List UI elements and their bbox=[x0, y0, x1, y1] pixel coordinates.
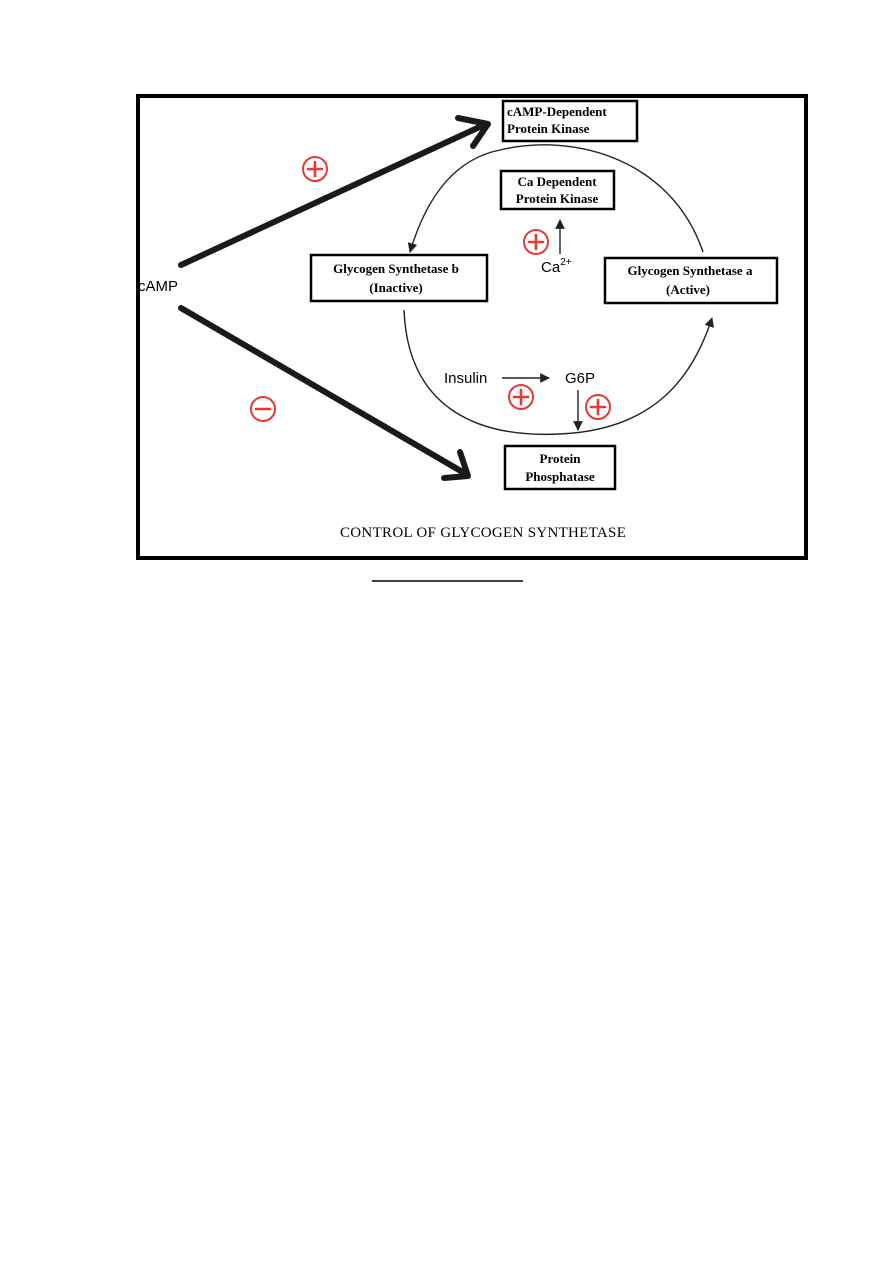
arrow-camp-to-camp-kinase bbox=[178, 115, 491, 268]
sign-minus-phosphatase bbox=[250, 396, 276, 422]
node-synthetase-b: Glycogen Synthetase b (Inactive) bbox=[309, 253, 489, 303]
node-synthetase-b-line1: Glycogen Synthetase b bbox=[333, 261, 459, 276]
figure-frame bbox=[136, 94, 808, 560]
node-synthetase-a-line1: Glycogen Synthetase a bbox=[628, 263, 753, 278]
sign-plus-camp-kinase bbox=[302, 156, 328, 182]
sign-plus-g6p bbox=[585, 394, 611, 420]
node-ca-kinase: Ca Dependent Protein Kinase bbox=[499, 169, 616, 211]
node-phosphatase-line2: Phosphatase bbox=[525, 469, 595, 484]
arc-dephosphorylation bbox=[403, 309, 714, 436]
label-g6p: G6P bbox=[565, 370, 595, 387]
node-ca-kinase-line2: Protein Kinase bbox=[516, 191, 599, 206]
sign-plus-insulin bbox=[508, 384, 534, 410]
diagram-caption: CONTROL OF GLYCOGEN SYNTHETASE bbox=[340, 525, 626, 541]
label-insulin: Insulin bbox=[444, 370, 487, 387]
node-camp-kinase: cAMP-Dependent Protein Kinase bbox=[501, 99, 639, 143]
node-synthetase-a-line2: (Active) bbox=[666, 282, 710, 297]
node-phosphatase: Protein Phosphatase bbox=[503, 444, 617, 491]
sign-plus-calcium bbox=[523, 229, 549, 255]
arc-phosphorylation bbox=[407, 144, 704, 253]
arrow-camp-to-phosphatase bbox=[178, 305, 471, 481]
node-synthetase-a: Glycogen Synthetase a (Active) bbox=[603, 256, 779, 305]
node-synthetase-b-line2: (Inactive) bbox=[369, 280, 422, 295]
node-camp-kinase-line1: cAMP-Dependent bbox=[507, 104, 607, 119]
label-calcium: Ca2+ bbox=[541, 257, 572, 276]
label-camp: cAMP bbox=[138, 278, 178, 295]
node-camp-kinase-line2: Protein Kinase bbox=[507, 121, 590, 136]
node-phosphatase-line1: Protein bbox=[540, 451, 582, 466]
node-ca-kinase-line1: Ca Dependent bbox=[517, 174, 597, 189]
